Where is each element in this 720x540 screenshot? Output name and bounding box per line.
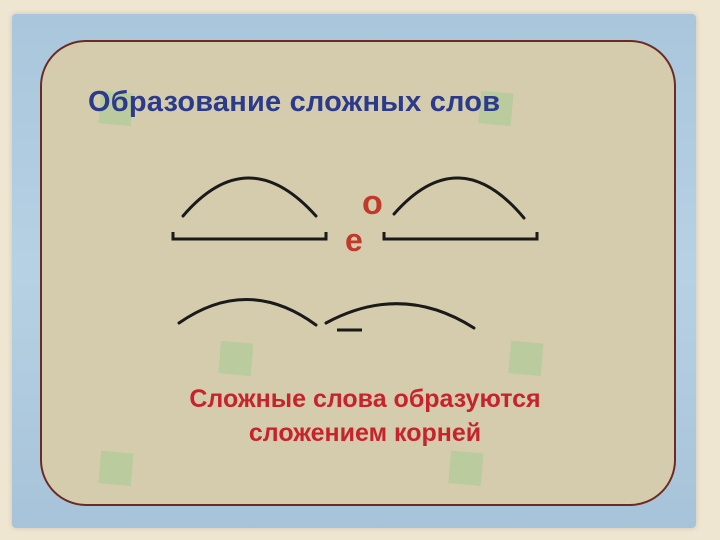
root-arc (177, 298, 318, 327)
caption-line-1: Сложные слова образуются (189, 385, 541, 413)
root-arc (181, 176, 318, 218)
root-arc (324, 302, 476, 330)
root-arc (392, 176, 526, 220)
connector-vowel-o: о (362, 184, 383, 222)
slide-title: Образование сложных слов (88, 86, 501, 118)
stem-bracket (382, 232, 539, 241)
stem-bracket (171, 232, 328, 241)
caption-line-2: сложением корней (248, 419, 482, 447)
connector-vowel-e: е (345, 222, 363, 258)
content-panel (40, 40, 676, 506)
slide-caption: Сложные слова образуются сложением корне… (120, 382, 610, 450)
